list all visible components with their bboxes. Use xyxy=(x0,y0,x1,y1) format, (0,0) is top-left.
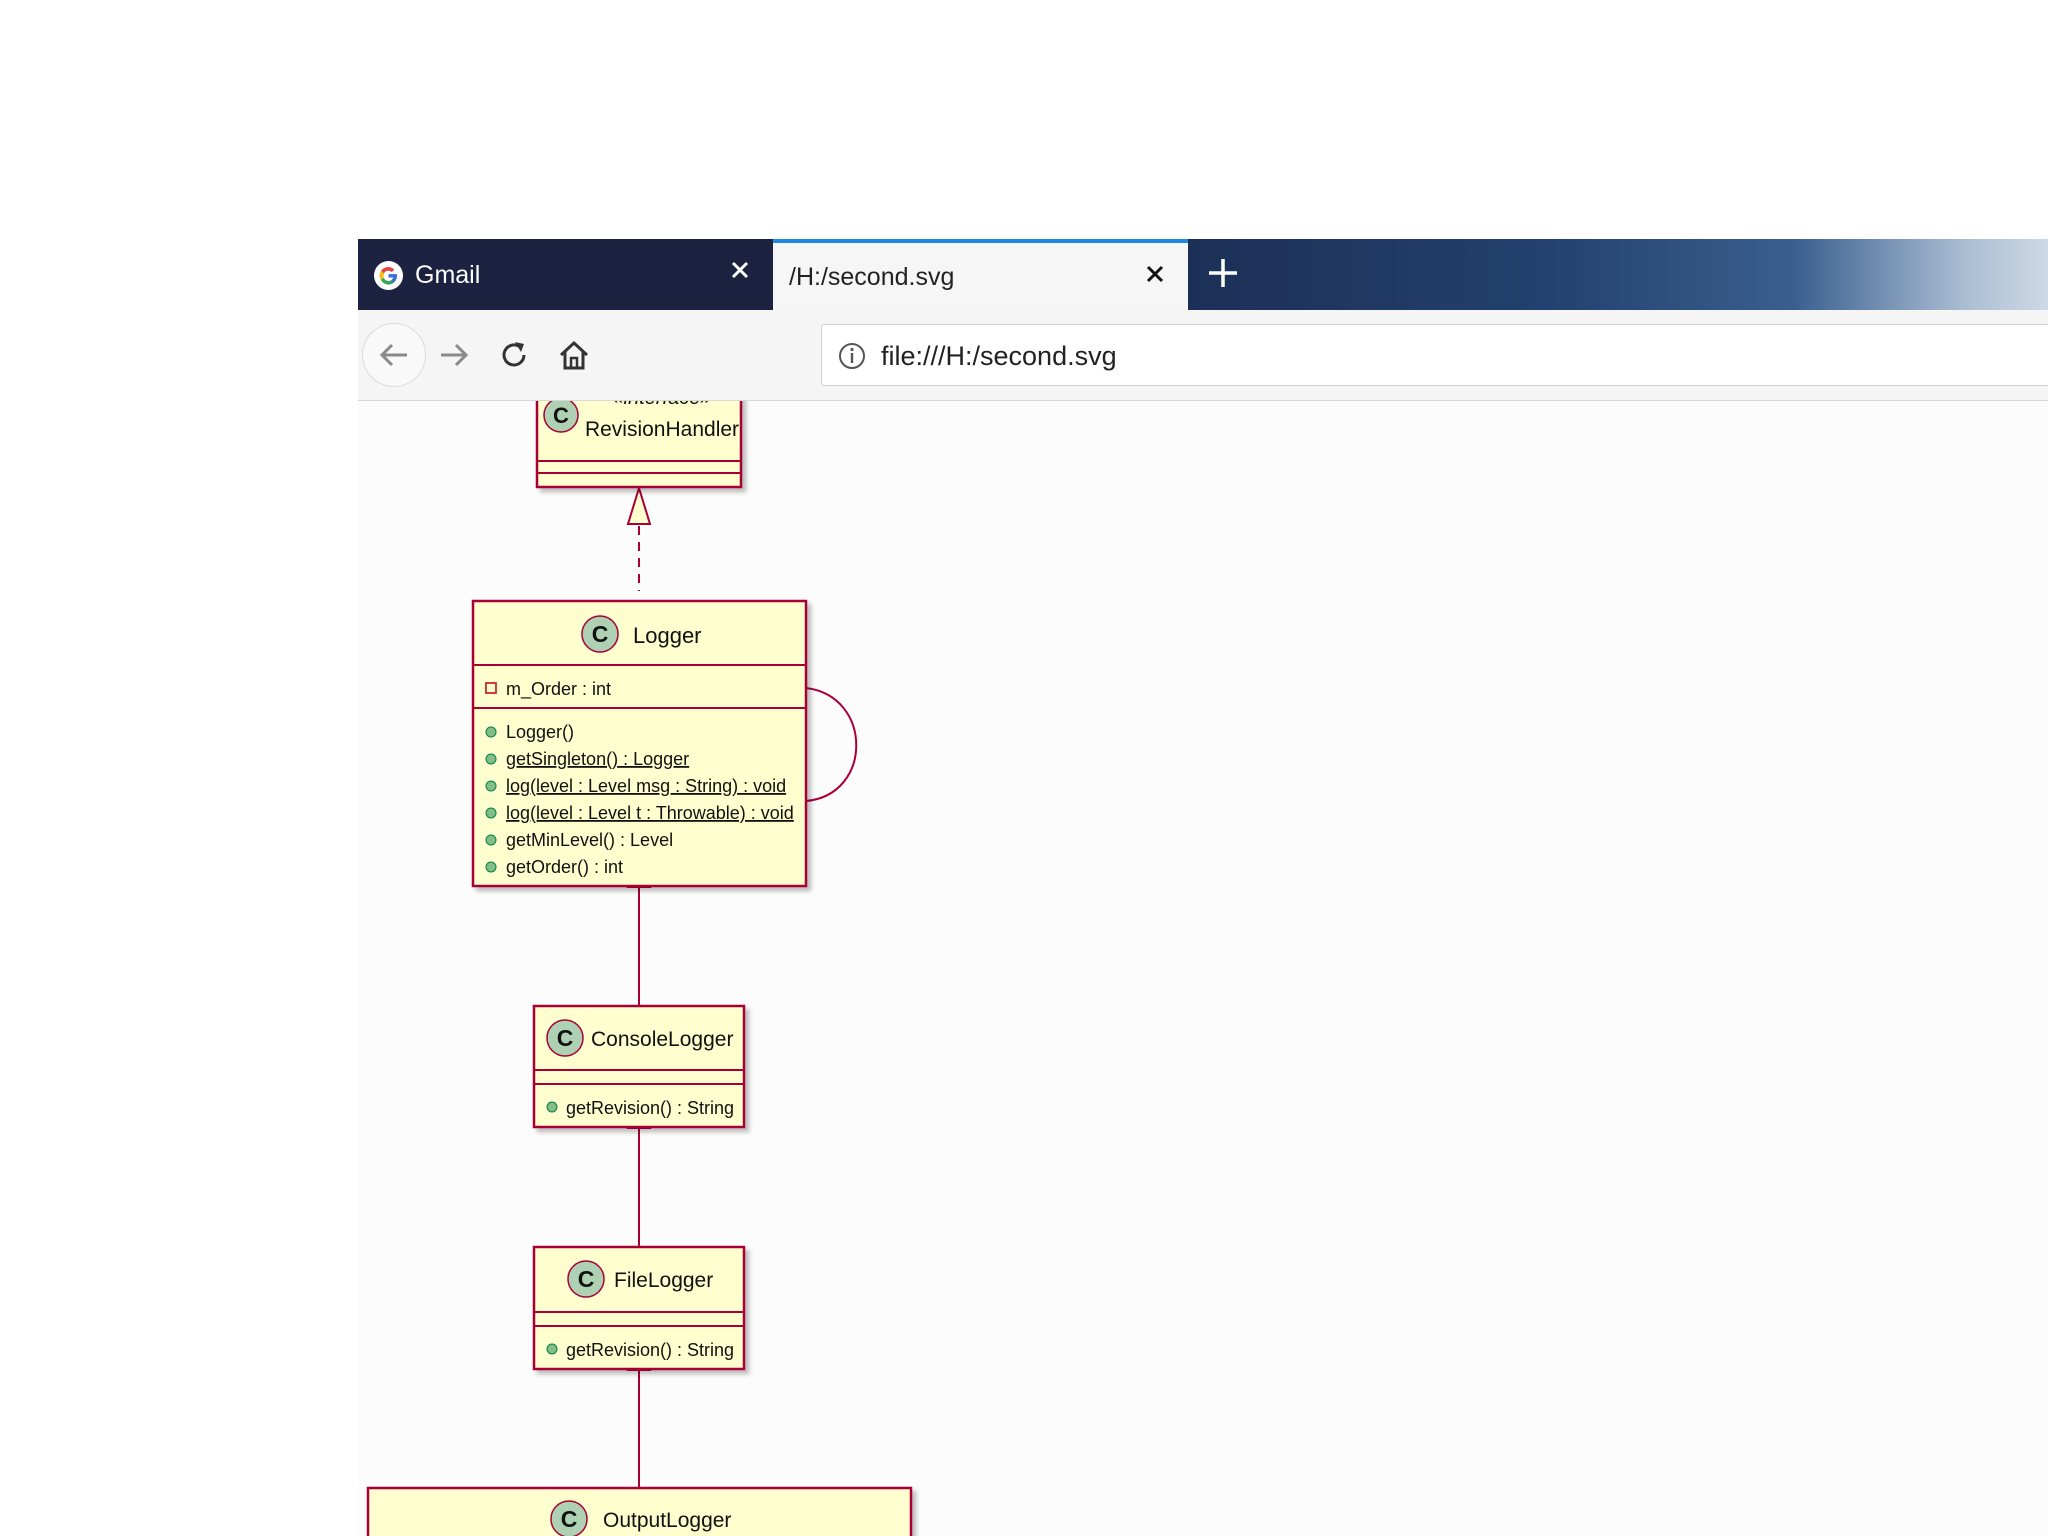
svg-text:C: C xyxy=(578,1266,595,1292)
tab-second-svg[interactable]: /H:/second.svg xyxy=(773,239,1188,310)
class-output-logger[interactable]: C OutputLogger xyxy=(366,1486,913,1536)
forward-arrow-icon xyxy=(441,343,469,367)
back-arrow-icon xyxy=(379,343,407,367)
method-text: log(level : Level msg : String) : void xyxy=(506,776,786,796)
class-logger[interactable]: C Logger m_Order : int Logger() getSingl… xyxy=(471,599,808,888)
field-text: m_Order : int xyxy=(506,679,611,700)
class-c-icon: C xyxy=(543,401,579,433)
url-text: file:///H:/second.svg xyxy=(881,341,1117,371)
method-text: log(level : Level t : Throwable) : void xyxy=(506,803,794,823)
svg-text:C: C xyxy=(557,1025,574,1051)
google-g-icon xyxy=(373,260,404,291)
browser-window: Gmail /H:/second.svg file:///H:/second.s… xyxy=(358,239,2048,1536)
info-icon[interactable] xyxy=(838,342,866,370)
forward-button[interactable] xyxy=(424,320,484,390)
class-name: RevisionHandler xyxy=(585,418,739,441)
class-name: OutputLogger xyxy=(603,1509,731,1532)
back-button[interactable] xyxy=(362,323,426,387)
class-name: FileLogger xyxy=(614,1269,713,1292)
close-icon[interactable] xyxy=(1140,259,1170,289)
class-c-icon: C xyxy=(581,615,619,653)
class-console-logger[interactable]: C ConsoleLogger getRevision() : String xyxy=(532,1004,746,1129)
svg-text:C: C xyxy=(561,1506,578,1532)
tab-strip: Gmail /H:/second.svg xyxy=(358,239,2048,310)
method-text: Logger() xyxy=(506,722,574,742)
class-c-icon: C xyxy=(567,1260,605,1298)
page-content: «interface» C RevisionHandler C Logger m xyxy=(358,401,2048,1536)
public-method-icon xyxy=(485,861,497,873)
close-icon[interactable] xyxy=(725,255,755,285)
private-field-icon xyxy=(485,682,497,694)
reload-button[interactable] xyxy=(484,320,544,390)
public-method-icon xyxy=(485,753,497,765)
public-method-icon xyxy=(485,780,497,792)
public-method-icon xyxy=(485,834,497,846)
tab-label: Gmail xyxy=(415,261,481,289)
method-text: getRevision() : String xyxy=(566,1098,734,1118)
class-diagram: «interface» C RevisionHandler C Logger m xyxy=(366,401,913,1536)
svg-text:C: C xyxy=(553,403,569,428)
tab-gmail[interactable]: Gmail xyxy=(358,239,773,310)
class-stereotype: «interface» xyxy=(613,401,712,409)
realization-arrowhead xyxy=(626,484,652,525)
public-method-icon xyxy=(546,1101,558,1113)
home-button[interactable] xyxy=(544,320,604,390)
reload-icon xyxy=(502,342,526,367)
tab-label: /H:/second.svg xyxy=(789,263,955,291)
home-icon xyxy=(559,340,589,370)
method-text: getMinLevel() : Level xyxy=(506,830,673,850)
svg-text:C: C xyxy=(592,621,609,647)
navigation-toolbar: file:///H:/second.svg xyxy=(358,310,2048,401)
class-revision-handler[interactable]: «interface» C RevisionHandler xyxy=(535,401,743,489)
class-name: ConsoleLogger xyxy=(591,1028,733,1051)
public-method-icon xyxy=(485,726,497,738)
class-c-icon: C xyxy=(550,1500,588,1536)
self-association-line xyxy=(805,687,858,802)
method-text: getSingleton() : Logger xyxy=(506,749,689,769)
class-c-icon: C xyxy=(546,1019,584,1057)
method-list: Logger() getSingleton() : Logger log(lev… xyxy=(485,722,794,877)
method-text: getOrder() : int xyxy=(506,857,623,877)
address-bar[interactable]: file:///H:/second.svg xyxy=(821,324,2048,386)
public-method-icon xyxy=(485,807,497,819)
method-text: getRevision() : String xyxy=(566,1340,734,1360)
class-file-logger[interactable]: C FileLogger getRevision() : String xyxy=(532,1245,746,1371)
public-method-icon xyxy=(546,1343,558,1355)
plus-icon[interactable] xyxy=(1203,253,1243,293)
class-name: Logger xyxy=(633,623,702,648)
